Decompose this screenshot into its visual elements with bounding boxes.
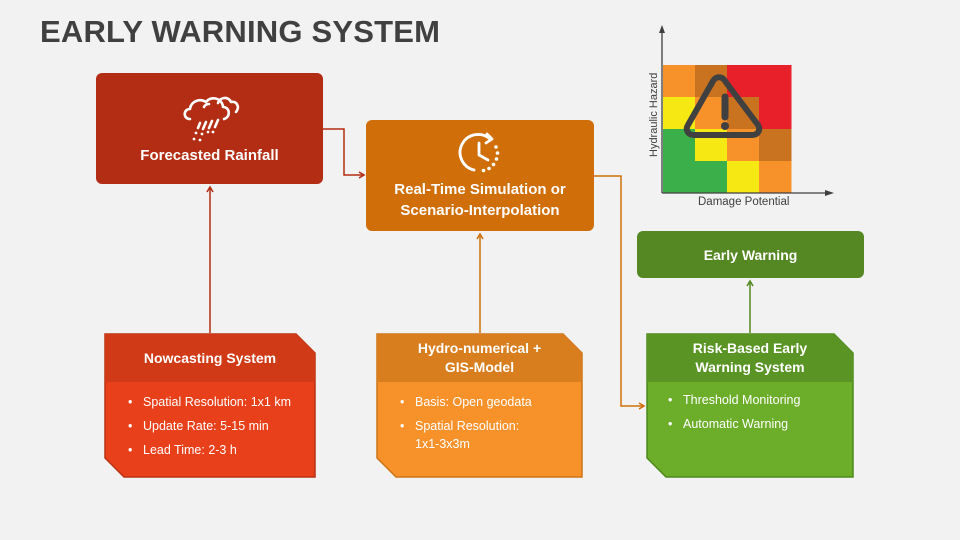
rain-cloud-icon [182,96,239,142]
list-item-text: Spatial Resolution: [415,419,520,433]
matrix-cell [663,65,696,98]
clock-refresh-icon [458,132,500,172]
early-warning-box: Early Warning [637,231,864,278]
hydro-list: Basis: Open geodata Spatial Resolution: 1… [376,393,583,453]
risk-list: Threshold Monitoring Automatic Warning [646,391,854,439]
list-item: Spatial Resolution: 1x1-3x3m [400,417,583,453]
matrix-cell [759,97,792,130]
warning-triangle-icon [683,74,763,138]
hydro-title-line1: Hydro-numerical + [417,340,542,356]
list-item: Basis: Open geodata [400,393,583,411]
y-axis-arrowhead [659,25,665,33]
matrix-cell [727,161,760,194]
list-item: Lead Time: 2-3 h [128,441,316,459]
x-axis-arrowhead [825,190,834,196]
simulation-label: Real-Time Simulation or Scenario-Interpo… [394,179,565,221]
nowcasting-title: Nowcasting System [143,349,277,366]
page-title: EARLY WARNING SYSTEM [40,14,441,49]
matrix-cell [759,161,792,194]
risk-title-line2: Warning System [695,359,805,375]
matrix-cell [695,161,728,194]
simulation-box: Real-Time Simulation or Scenario-Interpo… [366,120,594,231]
risk-matrix [659,25,834,196]
forecasted-rainfall-label: Forecasted Rainfall [140,147,279,164]
list-item: Threshold Monitoring [668,391,854,409]
hydro-title-line2: GIS-Model [444,359,515,375]
matrix-cell [663,161,696,194]
risk-title-line1: Risk-Based Early [692,340,808,356]
arrow-rainfall-to-simulation [323,128,366,179]
nowcasting-card: Nowcasting System Spatial Resolution: 1x… [104,333,316,478]
matrix-cell [759,65,792,98]
list-item: Spatial Resolution: 1x1 km [128,393,316,411]
simulation-label-line1: Real-Time Simulation or [394,180,566,198]
list-item: Automatic Warning [668,415,854,433]
hydro-title: Hydro-numerical + GIS-Model [376,333,583,383]
list-item-text-cont: 1x1-3x3m [415,437,470,451]
x-axis-label: Damage Potential [698,196,790,208]
forecasted-rainfall-box: Forecasted Rainfall [96,73,323,184]
matrix-cell [759,129,792,162]
arrow-simulation-to-risk [594,175,646,410]
simulation-label-line2: Scenario-Interpolation [400,201,560,219]
y-axis-label: Hydraulic Hazard [648,72,660,157]
risk-title: Risk-Based Early Warning System [646,333,854,383]
early-warning-label: Early Warning [703,246,798,263]
risk-based-warning-card: Risk-Based Early Warning System Threshol… [646,333,854,478]
nowcasting-list: Spatial Resolution: 1x1 km Update Rate: … [104,393,316,465]
hydro-model-card: Hydro-numerical + GIS-Model Basis: Open … [376,333,583,478]
list-item: Update Rate: 5-15 min [128,417,316,435]
